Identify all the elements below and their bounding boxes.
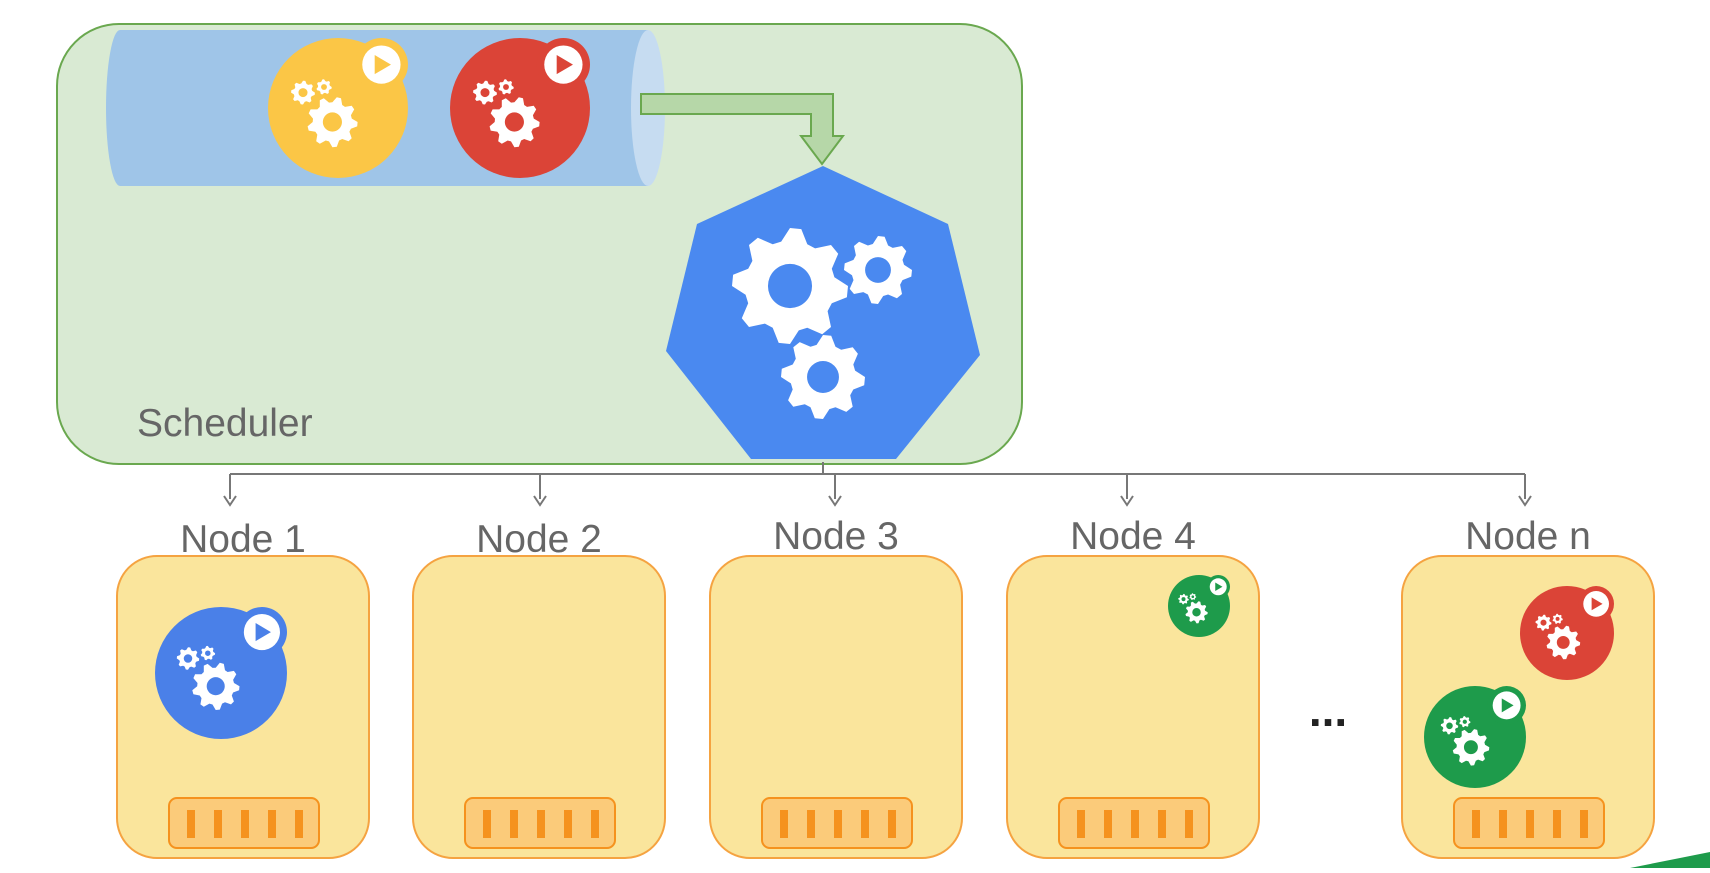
gear-icon (1452, 729, 1490, 766)
port-bar (1158, 810, 1166, 838)
play-icon (1591, 597, 1603, 611)
node-3: Node 3 (709, 515, 963, 859)
port-bar (1499, 810, 1507, 838)
pod-icon (1424, 686, 1526, 788)
gears-icon (732, 228, 912, 419)
node-4: Node 4 (1006, 515, 1260, 859)
port-bar (564, 810, 572, 838)
gear-icon (844, 236, 912, 304)
scheduler-label: Scheduler (137, 402, 313, 445)
play-icon (1501, 698, 1514, 713)
port-bar (510, 810, 518, 838)
connector-tree (223, 462, 1532, 507)
port-bar (241, 810, 249, 838)
port-bar (807, 810, 815, 838)
node-list: Node 1 Node 2 Node 3 Node 4 Node n (116, 515, 1655, 859)
gear-icon (200, 645, 216, 661)
node-1: Node 1 (116, 518, 370, 859)
gear-icon (473, 80, 497, 105)
node-box (709, 555, 963, 859)
gear-icon (316, 79, 332, 95)
node-label: Node 2 (476, 518, 602, 561)
port-bar (295, 810, 303, 838)
port-bar (1185, 810, 1193, 838)
gear-icon (307, 97, 358, 148)
pod-icon (268, 38, 408, 178)
gear-icon (732, 228, 848, 344)
gear-icon (781, 335, 865, 419)
port-bar (268, 810, 276, 838)
port-bar (1077, 810, 1085, 838)
pod-icon (1520, 586, 1614, 680)
scheduler-engine (666, 166, 980, 459)
node-box (412, 555, 666, 859)
node-label: Node 1 (180, 518, 306, 561)
gear-icon (1189, 593, 1197, 600)
play-icon (255, 623, 271, 642)
node-label: Node 3 (773, 515, 899, 558)
play-icon (556, 55, 573, 75)
pod-icon (450, 38, 591, 178)
port-bar (537, 810, 545, 838)
port-bar (1131, 810, 1139, 838)
connector-arrowhead (1518, 495, 1532, 507)
port-bar (1580, 810, 1588, 838)
port-bar (1104, 810, 1112, 838)
node-2: Node 2 (412, 518, 666, 859)
node-label: Node n (1465, 515, 1591, 558)
port-bar (888, 810, 896, 838)
ellipsis: ... (1309, 684, 1347, 736)
gear-icon (1440, 717, 1459, 735)
play-icon (374, 55, 391, 75)
queue-pods (268, 38, 591, 178)
port-bar (1553, 810, 1561, 838)
port-bar (214, 810, 222, 838)
connector-arrowhead (1120, 495, 1134, 507)
gear-icon (1546, 625, 1581, 660)
node-label: Node 4 (1070, 515, 1196, 558)
play-icon (1215, 582, 1223, 592)
port-bar (780, 810, 788, 838)
port-bar (1472, 810, 1480, 838)
gear-icon (1459, 716, 1471, 728)
connector-arrowhead (223, 495, 237, 507)
port-bar (1526, 810, 1534, 838)
gear-icon (489, 97, 540, 148)
gear-icon (1185, 601, 1208, 624)
pod-icon (1168, 575, 1230, 637)
dispatch-arrow (640, 93, 845, 166)
node-5: Node n (1401, 515, 1655, 859)
gear-icon (1552, 613, 1563, 624)
port-bar (591, 810, 599, 838)
gear-icon (192, 662, 240, 710)
gear-icon (498, 79, 514, 95)
scheduler-panel: Scheduler (56, 23, 1023, 465)
port-bar (834, 810, 842, 838)
gear-icon (1535, 614, 1552, 631)
connector-arrowhead (533, 495, 547, 507)
port-bar (187, 810, 195, 838)
port-bar (483, 810, 491, 838)
gear-icon (291, 80, 315, 105)
pod-icon (155, 607, 287, 739)
gear-icon (1178, 593, 1189, 605)
corner-swoosh (1630, 852, 1710, 868)
connector-arrowhead (828, 495, 842, 507)
port-bar (861, 810, 869, 838)
gear-icon (176, 647, 200, 670)
